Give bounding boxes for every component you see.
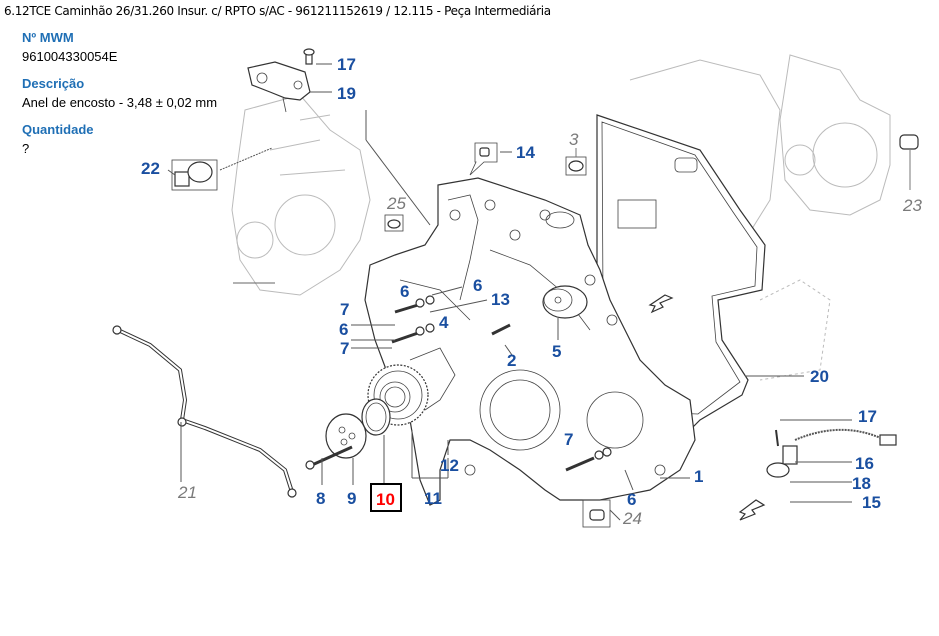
part-plug-14[interactable] — [469, 142, 498, 176]
callout-9[interactable]: 9 — [347, 489, 356, 508]
callout-6[interactable]: 6 — [473, 276, 482, 295]
part-ring-25[interactable] — [384, 214, 404, 232]
selected-callout-box — [370, 483, 402, 512]
part-sensor[interactable] — [171, 147, 273, 191]
callout-12[interactable]: 12 — [440, 456, 459, 475]
callout-5[interactable]: 5 — [552, 342, 561, 361]
part-number-value: 961004330054E — [22, 49, 118, 64]
callout-19[interactable]: 19 — [337, 84, 356, 103]
callout-22[interactable]: 22 — [141, 159, 160, 178]
part-bolt[interactable] — [305, 445, 353, 470]
callout-24[interactable]: 24 — [622, 509, 642, 528]
part-thrust-ring[interactable] — [361, 398, 391, 436]
direction-arrow-icon — [738, 499, 766, 521]
description-label: Descrição — [22, 76, 85, 91]
callout-7[interactable]: 7 — [340, 300, 349, 319]
part-details: Nº MWM 961004330054E Descrição Anel de e… — [22, 30, 252, 168]
quantity-value: ? — [22, 141, 30, 156]
callout-1[interactable]: 1 — [694, 467, 703, 486]
part-pump[interactable] — [542, 285, 588, 319]
callout-17[interactable]: 17 — [337, 55, 356, 74]
callouts: 17 19 22 14 3 25 23 6 6 13 7 6 4 7 2 5 2… — [141, 55, 922, 528]
callout-11[interactable]: 11 — [424, 489, 442, 508]
background-engine-right — [629, 54, 891, 381]
callout-6[interactable]: 6 — [400, 282, 409, 301]
background-engine-left — [231, 94, 371, 296]
leader-lines — [167, 63, 852, 521]
part-bushing-23[interactable] — [899, 134, 919, 190]
callout-13[interactable]: 13 — [491, 290, 510, 309]
part-bracket[interactable] — [247, 61, 311, 113]
part-bushing-24[interactable] — [582, 499, 611, 528]
description-value: Anel de encosto - 3,48 ± 0,02 mm — [22, 95, 218, 110]
callout-6[interactable]: 6 — [339, 320, 348, 339]
callout-14[interactable]: 14 — [516, 143, 535, 162]
callout-21[interactable]: 21 — [177, 483, 197, 502]
part-number-label: Nº MWM — [22, 30, 74, 45]
callout-25[interactable]: 25 — [386, 194, 406, 213]
callout-16[interactable]: 16 — [855, 454, 874, 473]
callout-2[interactable]: 2 — [507, 351, 516, 370]
callout-23[interactable]: 23 — [902, 196, 922, 215]
part-timing-cover[interactable] — [364, 177, 696, 506]
callout-7[interactable]: 7 — [564, 430, 573, 449]
page-title: 6.12TCE Caminhão 26/31.260 Insur. c/ RPT… — [4, 4, 551, 18]
part-plate[interactable] — [325, 413, 367, 459]
part-screw[interactable] — [303, 48, 315, 65]
quantity-label: Quantidade — [22, 122, 94, 137]
callout-20[interactable]: 20 — [810, 367, 829, 386]
callout-8[interactable]: 8 — [316, 489, 325, 508]
callout-7[interactable]: 7 — [340, 339, 349, 358]
part-oil-pipe[interactable] — [112, 325, 297, 498]
direction-arrow-icon — [648, 294, 674, 314]
callout-3[interactable]: 3 — [569, 130, 579, 149]
callout-10-selected[interactable]: 10 — [376, 490, 395, 509]
part-ring-3[interactable] — [565, 148, 587, 176]
callout-4[interactable]: 4 — [439, 313, 449, 332]
callout-15[interactable]: 15 — [862, 493, 881, 512]
part-speed-sensor[interactable] — [766, 428, 897, 478]
part-bolts[interactable] — [391, 295, 612, 472]
callout-18[interactable]: 18 — [852, 474, 871, 493]
callout-17[interactable]: 17 — [858, 407, 877, 426]
callout-6[interactable]: 6 — [627, 490, 636, 509]
